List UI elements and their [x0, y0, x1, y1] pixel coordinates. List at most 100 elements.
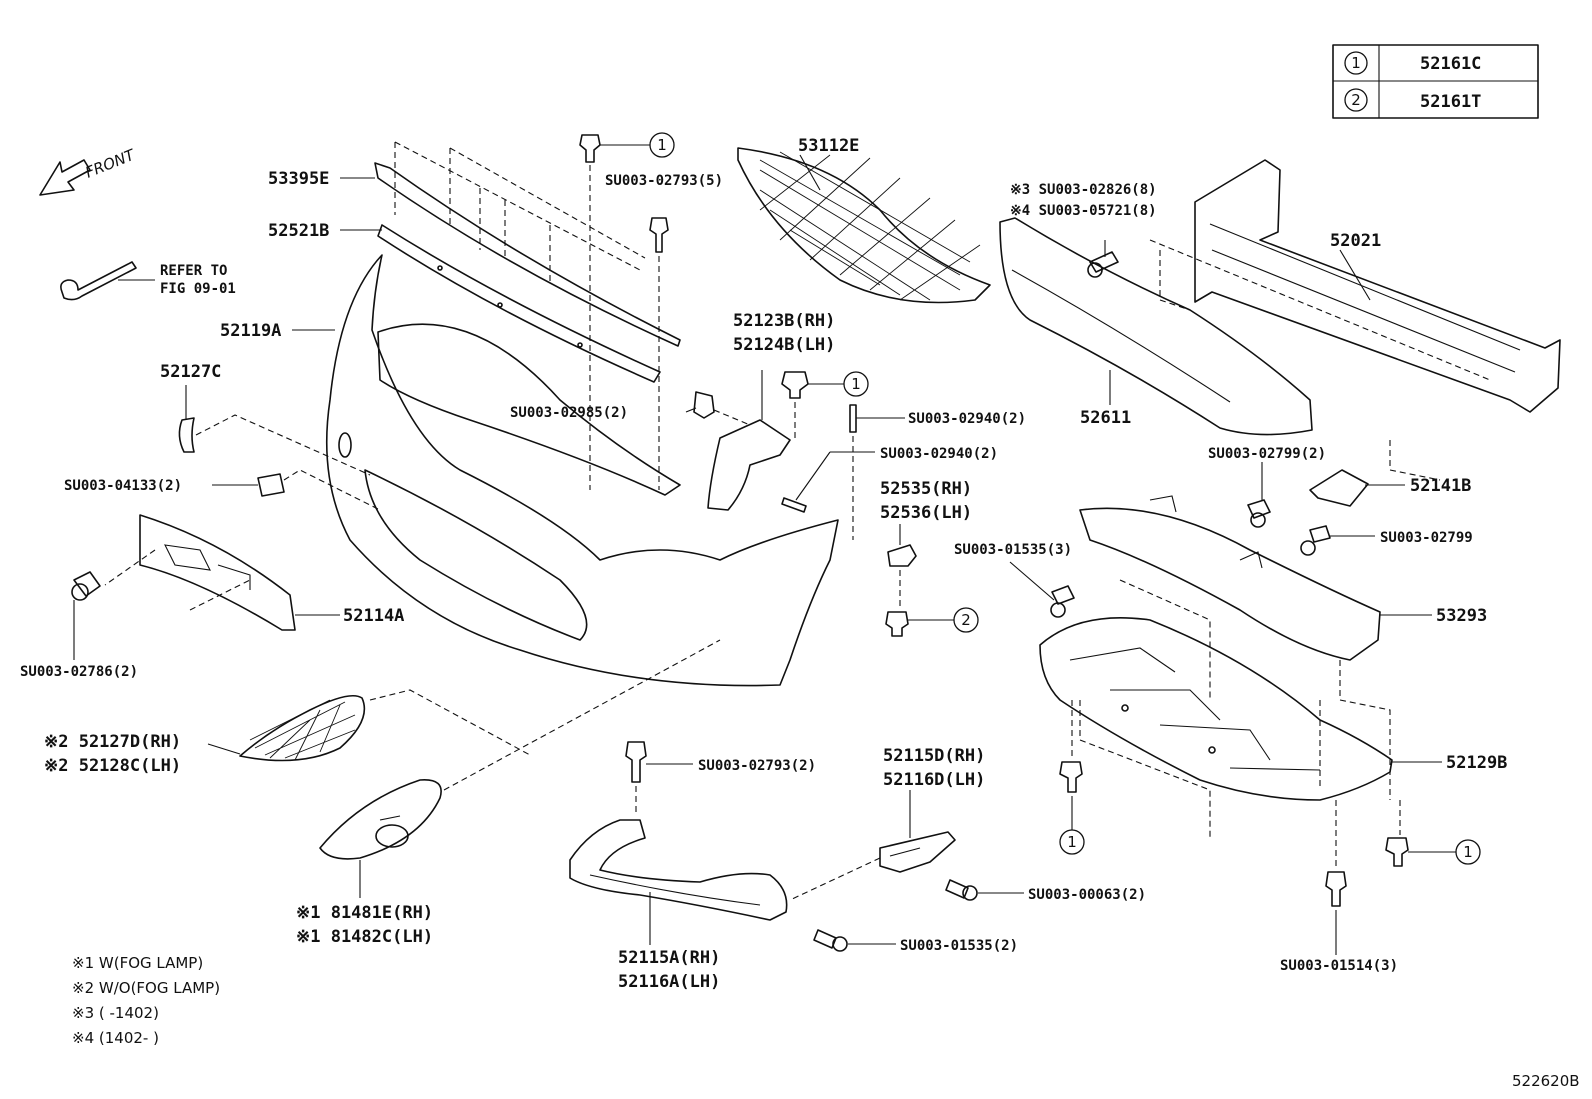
bolt-01514: SU003-01514(3) — [1280, 800, 1398, 974]
bolt-01535-2: SU003-01535(2) — [813, 929, 1018, 954]
clip-icon — [257, 473, 285, 497]
clip-icon — [1059, 761, 1083, 793]
label-81482C: ※1 81482C(LH) — [296, 927, 433, 947]
label-52119A: 52119A — [220, 321, 281, 341]
clip-marker-1-left: 1 — [1059, 700, 1085, 855]
part-53293: 53293 — [1079, 495, 1487, 661]
refer-line-1: REFER TO — [160, 263, 227, 279]
fastener-02940-b: SU003-02940(2) — [880, 446, 998, 462]
part-52535: 52535(RH) 52536(LH) — [880, 479, 972, 610]
label-52141B: 52141B — [1410, 476, 1471, 496]
bolt-00063: SU003-00063(2) — [945, 879, 1146, 903]
fastener-02826: ※3 SU003-02826(8) — [1010, 182, 1157, 198]
marker-1-c: 1 — [1067, 833, 1077, 851]
bolt-02799: SU003-02799 — [1300, 525, 1473, 556]
tow-hook-icon — [60, 261, 137, 301]
label-52127D: ※2 52127D(RH) — [44, 732, 181, 752]
bolt-icon — [649, 217, 669, 253]
label-52127C: 52127C — [160, 362, 221, 382]
part-52611: 52611 — [999, 217, 1313, 436]
fastener-02799: SU003-02799 — [1380, 530, 1473, 546]
part-52129B: 52129B — [1039, 617, 1507, 840]
fastener-00063: SU003-00063(2) — [1028, 887, 1146, 903]
marker-1-a: 1 — [657, 136, 667, 154]
clip-icon — [693, 391, 715, 419]
refer-figure: REFER TO FIG 09-01 — [60, 261, 236, 301]
pin-02940-b: SU003-02940(2) — [781, 446, 998, 513]
label-52129B: 52129B — [1446, 753, 1507, 773]
note-2: ※2 W/O(FOG LAMP) — [72, 979, 220, 997]
label-52116A: 52116A(LH) — [618, 972, 720, 992]
clip-marker-1-right: 1 — [1385, 800, 1481, 867]
label-52116D: 52116D(LH) — [883, 770, 985, 790]
label-52114A: 52114A — [343, 606, 404, 626]
marker-1-b: 1 — [851, 375, 861, 393]
bolt-01535-3: SU003-01535(3) — [954, 542, 1075, 618]
part-52115D: 52115D(RH) 52116D(LH) — [789, 746, 985, 901]
part-53112E: 53112E — [737, 136, 991, 304]
clip-icon — [781, 371, 809, 399]
part-52115A: 52115A(RH) 52116A(LH) — [569, 819, 788, 992]
clip-icon — [885, 611, 909, 637]
part-52123B: 52123B(RH) 52124B(LH) — [707, 311, 835, 511]
label-52611: 52611 — [1080, 408, 1131, 428]
fastener-02985: SU003-02985(2) — [510, 405, 628, 421]
front-arrow: FRONT — [39, 145, 139, 196]
bolt-icon — [1051, 585, 1075, 605]
bolt-02826: ※3 SU003-02826(8) ※4 SU003-05721(8) — [1010, 182, 1157, 278]
bolt-icon — [1325, 871, 1347, 907]
bolt-02793-2: SU003-02793(2) — [625, 741, 816, 815]
label-52521B: 52521B — [268, 221, 329, 241]
fastener-01535-2: SU003-01535(2) — [900, 938, 1018, 954]
label-52128C: ※2 52128C(LH) — [44, 756, 181, 776]
clip-marker-1-mid: 1 — [781, 371, 869, 438]
part-52021: 52021 — [1149, 159, 1561, 481]
label-52021: 52021 — [1330, 231, 1381, 251]
legend-marker-2 — [1344, 88, 1368, 112]
fastener-02786: SU003-02786(2) — [20, 664, 138, 680]
label-52115D: 52115D(RH) — [883, 746, 985, 766]
fastener-05721: ※4 SU003-05721(8) — [1010, 203, 1157, 219]
label-53395E: 53395E — [268, 169, 329, 189]
label-52123B: 52123B(RH) — [733, 311, 835, 331]
fastener-04133: SU003-04133(2) — [64, 478, 182, 494]
part-52119A: 52119A — [220, 254, 839, 687]
fastener-01514: SU003-01514(3) — [1280, 958, 1398, 974]
bolt-icon — [945, 879, 969, 899]
part-53395E: 53395E — [268, 162, 681, 347]
refer-line-2: FIG 09-01 — [160, 281, 236, 297]
bolt-icon — [1247, 499, 1271, 519]
clip-02985: SU003-02985(2) — [510, 391, 751, 426]
fastener-02940-a: SU003-02940(2) — [908, 411, 1026, 427]
label-53293: 53293 — [1436, 606, 1487, 626]
bolt-icon — [1309, 525, 1331, 543]
fastener-02793-2: SU003-02793(2) — [698, 758, 816, 774]
label-52124B: 52124B(LH) — [733, 335, 835, 355]
note-4: ※4 (1402- ) — [72, 1029, 159, 1047]
bolt-icon — [813, 929, 837, 949]
label-52535: 52535(RH) — [880, 479, 972, 499]
legend-table: 1 2 52161C 52161T — [1332, 44, 1539, 119]
fastener-02799-2: SU003-02799(2) — [1208, 446, 1326, 462]
pin-icon — [781, 497, 807, 513]
note-1: ※1 W(FOG LAMP) — [72, 954, 203, 972]
legend-marker-2-text: 2 — [1351, 91, 1361, 109]
pin-icon — [849, 404, 857, 433]
clip-icon — [1385, 837, 1409, 867]
front-label: FRONT — [83, 145, 139, 182]
legend-part-1: 52161C — [1420, 54, 1481, 74]
label-81481E: ※1 81481E(RH) — [296, 903, 433, 923]
part-52114A: 52114A — [104, 514, 404, 631]
part-81481E: ※1 81481E(RH) ※1 81482C(LH) — [296, 639, 721, 947]
clip-04133: SU003-04133(2) — [64, 469, 381, 511]
marker-2-a: 2 — [961, 611, 971, 629]
part-52521B: 52521B — [268, 221, 661, 383]
footnotes: ※1 W(FOG LAMP) ※2 W/O(FOG LAMP) ※3 ( -14… — [72, 954, 220, 1047]
marker-1-d: 1 — [1463, 843, 1473, 861]
label-52536: 52536(LH) — [880, 503, 972, 523]
part-52127D: ※2 52127D(RH) ※2 52128C(LH) — [44, 689, 531, 776]
clip-marker-1-top: 1 — [579, 132, 675, 490]
legend-marker-1-text: 1 — [1351, 54, 1361, 72]
bolt-02786: SU003-02786(2) — [20, 571, 138, 680]
